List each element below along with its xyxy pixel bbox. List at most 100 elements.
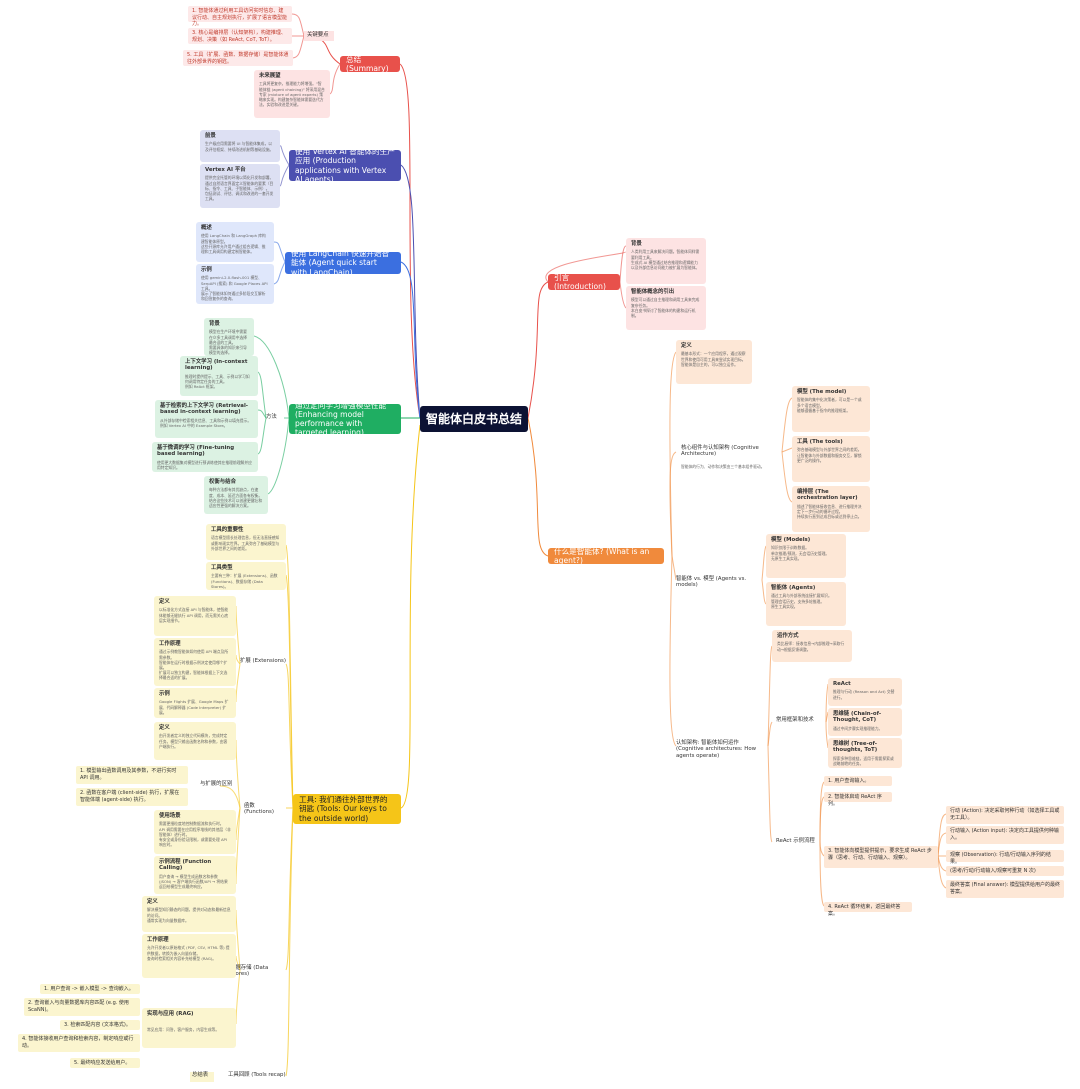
architecture-node[interactable]: 核心组件与认知架构 (Cognitive Architecture) 智能体的行… [676, 442, 784, 482]
ds-how-title: 工作原理 [147, 937, 169, 943]
vertex-card-title: Vertex AI 平台 [205, 167, 246, 173]
method-card-fine-tuning[interactable]: 基于微调的学习 (Fine-tuning based learning) 使用更… [152, 442, 258, 472]
react-step-2[interactable]: 2. 智能体启动 ReAct 序列。 [824, 792, 892, 807]
langchain-card-body: 使用 gemini-2.0-flash-001 模型、SerpAPI (搜索) … [201, 275, 268, 301]
rag-step-5[interactable]: 5. 最终响应发送给用户。 [70, 1058, 140, 1068]
rag-body: 常见应用：问答，客户服务，内容生成等。 [147, 1027, 220, 1033]
summary-point-5[interactable]: 5. 工具（扩展、函数、数据存储）是智能体通往外部世界的钥匙。 [183, 50, 293, 66]
fn-flow-title: 示例流程 (Function Calling) [159, 859, 212, 872]
extensions-label[interactable]: 扩展 (Extensions) [240, 658, 286, 664]
vs-models-card[interactable]: 模型 (Models) 知识仅限于训练数据。单次推理/预测，无会话历史管理。无原… [766, 534, 846, 578]
extension-def-card[interactable]: 定义 以标准化方式连接 API 与智能体，使智能体能够无缝执行 API 调用，而… [154, 596, 236, 636]
intro-concept-card[interactable]: 智能体概念的引出 模型可以通过自主推理和调用工具来完成复杂任务。本白皮书探讨了智… [626, 286, 706, 330]
branch-vertex-ai[interactable]: 使用 Vertex AI 智能体的生产应用 (Production applic… [289, 147, 401, 184]
fn-def-body: 由开发者定义的独立代码模块，完成特定任务。模型只输出函数名称和参数，由客户端执行… [159, 733, 228, 749]
method-card-in-context[interactable]: 上下文学习 (In-context learning) 推理时提供提示、工具、示… [180, 356, 258, 396]
method-title: 基于微调的学习 (Fine-tuning based learning) [157, 445, 235, 458]
framework-body: 推理与行动 (Reason and Act) 交替进行。 [833, 689, 895, 700]
datastores-label[interactable]: 数据存储 (Data Stores) [230, 965, 269, 978]
langchain-card-title: 示例 [201, 267, 212, 273]
react-step-1[interactable]: 1. 用户查询输入。 [824, 776, 892, 786]
vertex-card-platform[interactable]: Vertex AI 平台 提供完全托管的环境以简化开发和部署。通过自然语言界面定… [200, 164, 280, 208]
agent-def-body: 最基本形式：一个应用程序，通过观察世界和使用可用工具来尝试实现目标。智能体是自主… [681, 351, 746, 367]
function-diff-2[interactable]: 2. 函数在客户端 (client-side) 执行，扩展在智能体端 (agen… [76, 788, 188, 806]
intro-bg-body: 人类利用工具来解决问题。智能体同样需要利用工具。生成式 AI 模型通过结合推理和… [631, 249, 700, 270]
tools-types-card[interactable]: 工具类型 主要有三种：扩展 (Extensions)、函数 (Functions… [206, 562, 286, 590]
ds-def-title: 定义 [147, 899, 158, 905]
branch-tools[interactable]: 工具: 我们通往外部世界的钥匙 (Tools: Our keys to the … [293, 794, 401, 824]
recap-tag[interactable]: 总结表 [190, 1072, 214, 1082]
importance-body: 语言模型擅长处理信息，但无法直接感知或影响现实世界。工具弥合了基础模型与外部世界… [211, 535, 280, 551]
summary-point-1[interactable]: 1. 智能体通过利用工具访问实时信息、建议行动、自主规划执行，扩展了语言模型能力… [188, 6, 292, 27]
langchain-card-example[interactable]: 示例 使用 gemini-2.0-flash-001 模型、SerpAPI (搜… [196, 264, 274, 304]
react-example-label[interactable]: ReAct 示例流程 [776, 838, 815, 844]
component-body: 描述了智能体接收信息、进行推理并决定下一步行动的循环过程。持续执行直到达成目标或… [797, 503, 862, 520]
vs-card-title: 智能体 (Agents) [771, 585, 816, 591]
ext-how-body: 通过示例教智能体如何使用 API 端点及所需参数。智能体在运行时根据示例决定使用… [159, 649, 229, 681]
framework-tot-card[interactable]: 思维树 (Tree-of-thoughts, ToT) 探索多种思维链，适用于需… [828, 738, 902, 768]
functions-label[interactable]: 函数 (Functions) [244, 803, 274, 816]
methods-label[interactable]: 方法 [266, 414, 277, 420]
operation-analogy-card[interactable]: 运作方式 类比厨师：接收信息→内部推理→采取行动→根据反馈调整。 [772, 630, 852, 662]
function-flow-card[interactable]: 示例流程 (Function Calling) 用户查询 → 模型生成函数名和参… [154, 856, 236, 894]
vs-agents-card[interactable]: 智能体 (Agents) 通过工具与外部系统连接扩展知识。管理会话历史，支持多轮… [766, 582, 846, 626]
future-outlook-card[interactable]: 未来展望 工具将更复杂，推理能力将增强。"智能体链 (agent chainin… [254, 70, 330, 118]
rag-step-2[interactable]: 2. 查询嵌入与向量数据库内容匹配 (e.g. 使用 ScaNN)。 [24, 998, 140, 1016]
component-orchestration-card[interactable]: 编排层 (The orchestration layer) 描述了智能体接收信息… [792, 486, 870, 532]
function-use-card[interactable]: 使用场景 需要更细粒度地控制数据流和执行时。API 调用需要在应用程序堆栈的其他… [154, 810, 236, 854]
datastore-def-card[interactable]: 定义 解决模型知识静态的问题，提供对动态和最新信息的访问。通常实现为向量数据库。 [142, 896, 236, 932]
rag-step-3[interactable]: 3. 检索匹配内容 (文本格式)。 [60, 1020, 140, 1030]
branch-introduction[interactable]: 引言 (Introduction) [548, 273, 620, 291]
datastore-how-card[interactable]: 工作原理 允许开发者以原始格式 (PDF, CSV, HTML 等) 提供数据，… [142, 934, 236, 978]
react-sub-action[interactable]: 行动 (Action): 决定采取何种行动（如选择工具或无工具）。 [946, 806, 1064, 824]
fn-use-body: 需要更细粒度地控制数据流和执行时。API 调用需要在应用程序堆栈的其他层（非智能… [159, 821, 231, 847]
branch-learning[interactable]: 通过定向学习增强模型性能 (Enhancing model performanc… [289, 401, 401, 437]
function-diff-label[interactable]: 与扩展的区别 [200, 781, 233, 787]
extension-example-card[interactable]: 示例 Google Flights 扩展、Google Maps 扩展、代码解释… [154, 688, 236, 718]
agent-def-card[interactable]: 定义 最基本形式：一个应用程序，通过观察世界和使用可用工具来尝试实现目标。智能体… [676, 340, 752, 384]
framework-title: 思维树 (Tree-of-thoughts, ToT) [833, 741, 878, 754]
key-points-label[interactable]: 关键要点 [304, 31, 334, 41]
react-step-3[interactable]: 3. 智能体向模型提供提示，要求生成 ReAct 步骤（思考、行动、行动输入、观… [824, 846, 938, 868]
summary-point-3[interactable]: 3. 核心是编排层（认知架构），构建推理、规划、决策（如 ReAct, CoT,… [188, 28, 292, 44]
tools-recap-label[interactable]: 工具回顾 (Tools recap) [228, 1072, 286, 1078]
rag-step-4[interactable]: 4. 智能体接收用户查询和检索内容，制定响应或行动。 [18, 1034, 140, 1052]
types-body: 主要有三种：扩展 (Extensions)、函数 (Functions)、数据存… [211, 573, 278, 589]
tradeoff-card[interactable]: 权衡与结合 每种方法都有其优缺点，在速度、成本、延迟方面各有权衡。结合这些技术可… [204, 476, 268, 514]
function-def-card[interactable]: 定义 由开发者定义的独立代码模块，完成特定任务。模型只输出函数名称和参数，由客户… [154, 722, 236, 760]
component-model-card[interactable]: 模型 (The model) 智能体的集中化决策者，可以是一个或多个语言模型。能… [792, 386, 870, 432]
intro-background-card[interactable]: 背景 人类利用工具来解决问题。智能体同样需要利用工具。生成式 AI 模型通过结合… [626, 238, 706, 284]
datastore-rag-card[interactable]: 实现与应用 (RAG) 常见应用：问答，客户服务，内容生成等。 [142, 1008, 236, 1048]
branch-what-is-agent[interactable]: 什么是智能体? (What is an agent?) [548, 547, 664, 565]
importance-title: 工具的重要性 [211, 527, 244, 533]
vs-card-body: 通过工具与外部系统连接扩展知识。管理会话历史，支持多轮推理。原生工具实现。 [771, 593, 832, 609]
agents-vs-models-label[interactable]: 智能体 vs. 模型 (Agents vs. models) [676, 576, 747, 589]
vs-card-body: 知识仅限于训练数据。单次推理/预测，无会话历史管理。无原生工具实现。 [771, 545, 830, 561]
method-card-retrieval[interactable]: 基于检索的上下文学习 (Retrieval-based in-context l… [155, 400, 258, 438]
rag-step-1[interactable]: 1. 用户查询 -> 嵌入模型 -> 查询嵌入。 [40, 984, 140, 994]
react-sub-final-answer[interactable]: 最终答案 (Final answer): 模型提供给用户的最终答案。 [946, 880, 1064, 898]
vertex-card-body: 提供完全托管的环境以简化开发和部署。通过自然语言界面定义智能体的要素（目标、指令… [205, 175, 274, 201]
langchain-card-body: 使用 LangChain 和 LangGraph 库构建智能体原型。这些开源库允… [201, 233, 266, 254]
react-sub-action-input[interactable]: 行动输入 (Action input): 决定向工具提供何种输入。 [946, 826, 1064, 844]
framework-cot-card[interactable]: 思维链 (Chain-of-Thought, CoT) 通过中间步骤实现推理能力… [828, 708, 902, 736]
learning-background-card[interactable]: 背景 模型在生产环境中需要在众多工具调用中选择最合适的工具。需要具体的知识来引导… [204, 318, 254, 356]
langchain-card-overview[interactable]: 概述 使用 LangChain 和 LangGraph 库构建智能体原型。这些开… [196, 222, 274, 262]
cognitive-architecture-label[interactable]: 认知架构: 智能体如何运作 (Cognitive architectures: … [676, 740, 757, 759]
framework-react-card[interactable]: ReAct 推理与行动 (Reason and Act) 交替进行。 [828, 678, 902, 706]
branch-langchain[interactable]: 使用 LangChain 快速开始智能体 (Agent quick start … [285, 249, 401, 277]
react-step-4[interactable]: 4. ReAct 循环结束，返回最终答案。 [824, 902, 912, 917]
branch-summary[interactable]: 总结 (Summary) [340, 55, 400, 73]
component-tools-card[interactable]: 工具 (The tools) 弥合基础模型与外部世界之间的差距。让智能体与外部数… [792, 436, 870, 482]
vertex-card-prospect[interactable]: 前景 生产级应用需要将 UI 与智能体集成，以及评估框架、持续改进机制等基础设施… [200, 130, 280, 162]
frameworks-label[interactable]: 常用框架和技术 [776, 717, 814, 723]
react-sub-observation[interactable]: 观察 (Observation): 行动/行动输入序列的结果。 [946, 850, 1064, 865]
extension-how-card[interactable]: 工作原理 通过示例教智能体如何使用 API 端点及所需参数。智能体在运行时根据示… [154, 638, 236, 686]
react-sub-repeat[interactable]: (思考/行动/行动输入/观察可重复 N 次) [946, 866, 1064, 876]
vertex-card-title: 前景 [205, 133, 216, 139]
root-topic[interactable]: 智能体白皮书总结 [420, 406, 528, 432]
function-diff-1[interactable]: 1. 模型输出函数调用及其参数，不进行实时 API 调用。 [76, 766, 188, 784]
tools-importance-card[interactable]: 工具的重要性 语言模型擅长处理信息，但无法直接感知或影响现实世界。工具弥合了基础… [206, 524, 286, 560]
